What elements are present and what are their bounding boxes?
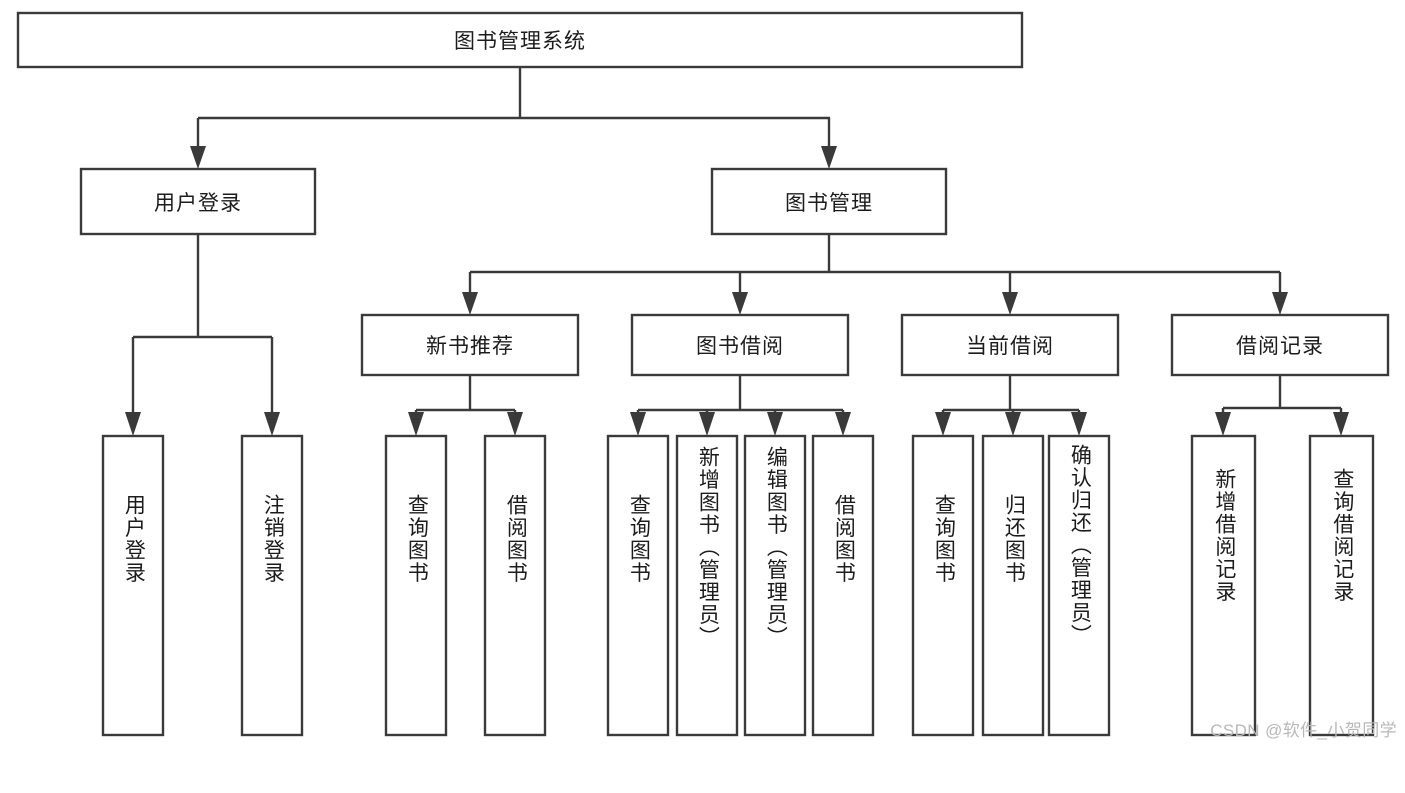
arrowhead-leaf-return-book <box>1005 412 1021 436</box>
arrowhead-leaf-add-record <box>1215 412 1231 436</box>
node-leaf-logout-login-box[interactable] <box>240 434 304 737</box>
node-leaf-return-book-box[interactable] <box>981 434 1045 737</box>
node-leaf-borrow-book-1-box[interactable] <box>483 434 547 737</box>
node-root-box[interactable] <box>16 11 1024 69</box>
arrowhead-leaf-query-book-1 <box>408 412 424 436</box>
node-leaf-query-book-1-box[interactable] <box>384 434 448 737</box>
arrowhead-new-book-recommend <box>462 292 478 315</box>
arrowhead-leaf-user-login <box>125 412 141 436</box>
node-leaf-query-record-box[interactable] <box>1308 434 1375 737</box>
node-borrow-record-box[interactable] <box>1170 313 1390 377</box>
arrowhead-leaf-query-book-2 <box>630 412 646 436</box>
arrowhead-current-borrow <box>1002 292 1018 315</box>
node-leaf-add-book-box[interactable] <box>675 434 739 737</box>
node-book-manage-box[interactable] <box>710 167 948 236</box>
arrowhead-book-manage <box>821 146 837 169</box>
arrowhead-leaf-query-book-3 <box>935 412 951 436</box>
arrowhead-user-login <box>190 146 206 169</box>
node-new-book-recommend-box[interactable] <box>360 313 580 377</box>
node-current-borrow-box[interactable] <box>900 313 1120 377</box>
arrowhead-leaf-borrow-book-2 <box>835 412 851 436</box>
arrowhead-leaf-logout-login <box>264 412 280 436</box>
node-book-borrow-box[interactable] <box>630 313 850 377</box>
node-user-login-box[interactable] <box>79 167 317 236</box>
tree-diagram-svg <box>16 11 1390 737</box>
node-leaf-add-record-box[interactable] <box>1190 434 1257 737</box>
node-leaf-query-book-2-box[interactable] <box>606 434 670 737</box>
arrowhead-leaf-add-book <box>699 412 715 436</box>
node-leaf-confirm-return-box[interactable] <box>1047 434 1111 737</box>
arrowhead-borrow-record <box>1272 292 1288 315</box>
node-leaf-borrow-book-2-box[interactable] <box>811 434 875 737</box>
node-leaf-query-book-3-box[interactable] <box>911 434 975 737</box>
arrowhead-leaf-query-record <box>1333 412 1349 436</box>
arrowhead-leaf-edit-book <box>767 412 783 436</box>
arrowhead-leaf-borrow-book-1 <box>507 412 523 436</box>
diagram-canvas: 图书管理系统 用户登录 图书管理 新书推荐 图书借阅 当前借阅 借阅记录 用户登… <box>16 11 1397 740</box>
arrowhead-book-borrow <box>732 292 748 315</box>
node-leaf-user-login-box[interactable] <box>101 434 165 737</box>
node-leaf-edit-book-box[interactable] <box>743 434 807 737</box>
arrowhead-leaf-confirm-return <box>1071 412 1087 436</box>
csdn-watermark: CSDN @软件_小贺同学 <box>1210 721 1397 740</box>
